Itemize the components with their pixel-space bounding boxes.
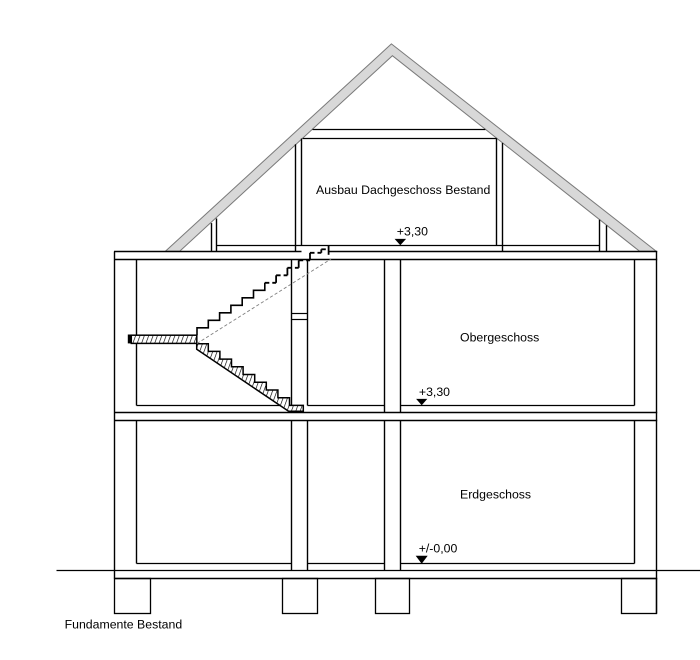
svg-text:+/-0,00: +/-0,00 bbox=[419, 542, 458, 556]
svg-text:Fundamente Bestand: Fundamente Bestand bbox=[65, 618, 183, 632]
svg-text:Obergeschoss: Obergeschoss bbox=[460, 331, 539, 345]
svg-text:+3,30: +3,30 bbox=[419, 385, 450, 399]
svg-text:+3,30: +3,30 bbox=[397, 224, 428, 238]
svg-text:Ausbau Dachgeschoss Bestand: Ausbau Dachgeschoss Bestand bbox=[316, 183, 490, 197]
svg-text:Erdgeschoss: Erdgeschoss bbox=[460, 488, 531, 502]
